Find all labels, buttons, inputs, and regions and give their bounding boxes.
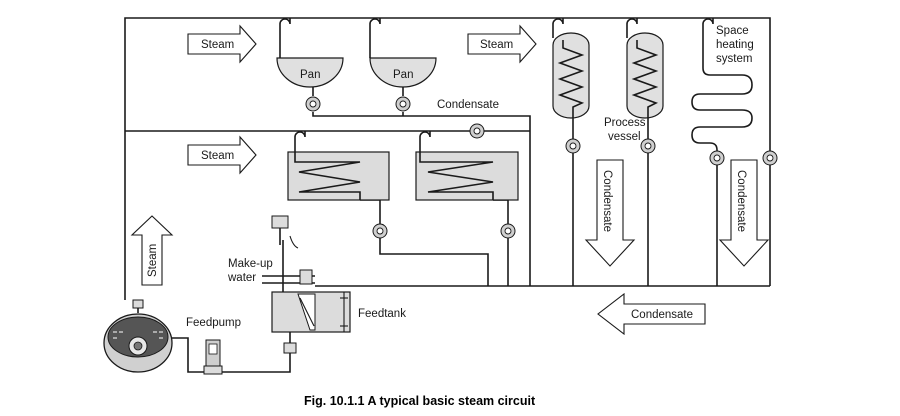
make-up-water-valve [262,215,315,292]
steam-arrow-top-mid: Steam [467,24,537,64]
process-vessel-label-2: vessel [608,131,641,143]
heat-exchanger-2 [415,151,519,201]
feedtank [271,291,351,333]
space-heating-coil [691,65,753,155]
steam-trap-main-drain [762,150,778,166]
feed-line [170,332,297,373]
svg-text:Steam: Steam [201,39,234,51]
space-heating-label-2: heating [716,39,754,51]
space-heating-label-1: Space [716,25,749,37]
steam-arrow-mid-left: Steam [187,135,257,175]
space-heating-label-3: system [716,53,752,65]
condensate-top-label: Condensate [437,99,499,111]
steam-trap-exchanger-1 [372,223,388,239]
svg-text:Condensate: Condensate [735,170,747,232]
pan-2: Pan [369,57,437,96]
make-up-water-label-1: Make-up [228,258,273,270]
svg-text:Condensate: Condensate [601,170,613,232]
svg-text:Condensate: Condensate [631,309,693,321]
steam-trap-vessel-2 [640,138,656,154]
feedpump [203,339,223,375]
svg-text:Steam: Steam [147,244,159,277]
steam-trap-exchanger-2 [500,223,516,239]
figure-caption: Fig. 10.1.1 A typical basic steam circui… [304,394,536,408]
steam-pipework [124,17,771,300]
svg-text:Steam: Steam [201,150,234,162]
steam-arrow-vertical: Steam [130,215,174,286]
svg-text:Pan: Pan [393,69,413,81]
steam-arrow-top-left: Steam [187,24,257,64]
boiler [103,299,173,373]
process-vessel-label-1: Process [604,117,646,129]
steam-trap-pan-1 [305,96,321,112]
condensate-return-arrow: Condensate [597,292,706,336]
feedtank-label: Feedtank [358,308,406,320]
steam-trap-heating [709,150,725,166]
svg-text:Pan: Pan [300,69,320,81]
make-up-water-label-2: water [227,272,256,284]
process-vessel-2 [626,32,664,119]
process-vessel-1 [552,32,590,119]
condensate-arrow-vertical-1: Condensate [584,159,636,267]
condensate-pipework [312,112,771,287]
steam-trap-vessel-1 [565,138,581,154]
steam-trap-pan-2 [395,96,411,112]
pan-1: Pan [276,57,344,96]
feedpump-label: Feedpump [186,317,241,329]
svg-text:Steam: Steam [480,39,513,51]
condensate-arrow-vertical-2: Condensate [718,159,770,267]
heat-exchanger-1 [287,151,390,201]
steam-trap-condensate-main [469,123,485,139]
